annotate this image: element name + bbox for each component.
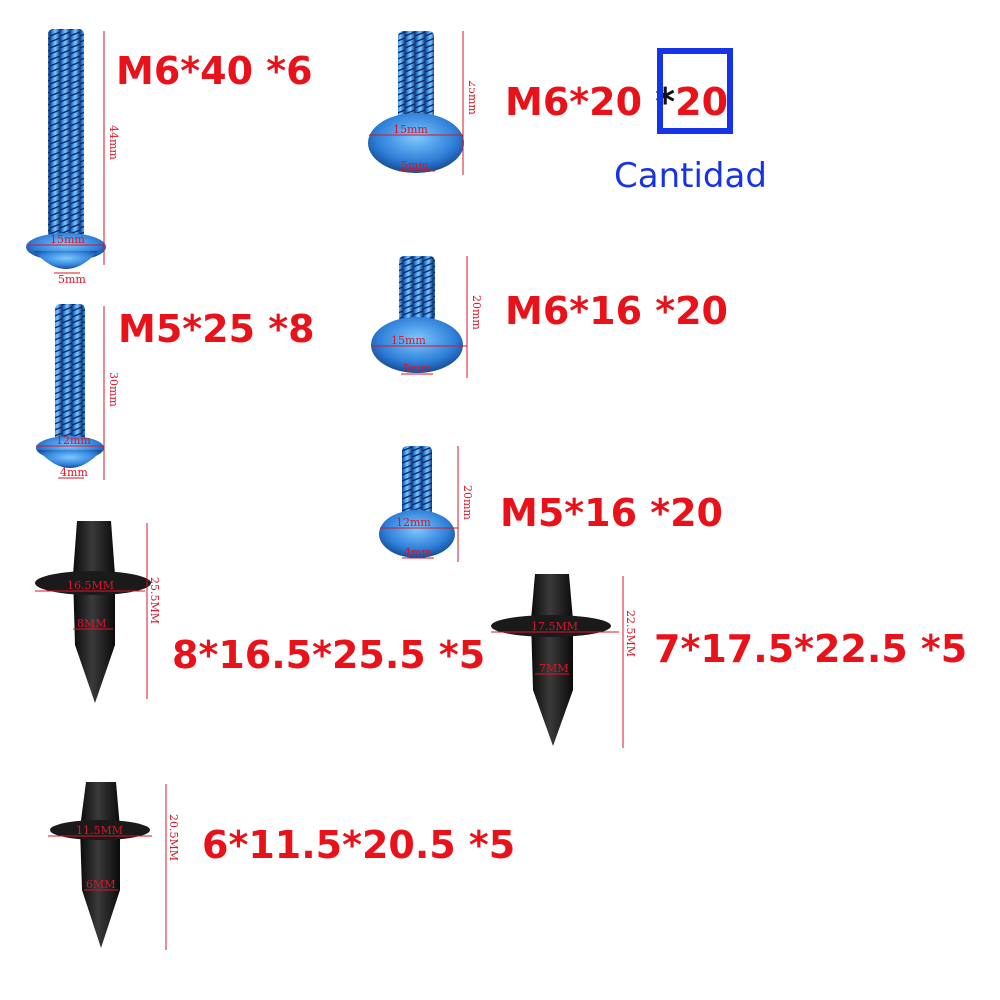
dim-head-text: 16.5MM — [67, 579, 114, 592]
label-clip-6: 6*11.5*20.5 *5 — [202, 823, 516, 867]
label-m5-25: M5*25 *8 — [118, 307, 315, 351]
bolt-m5-16-image: 20mm 12mm 4mm — [379, 446, 472, 562]
quantity-highlight-box — [657, 48, 733, 134]
dim-length-text: 20mm — [470, 295, 483, 330]
dim-head-text: 12mm — [396, 516, 431, 529]
label-m6-20-qty: 20 — [675, 80, 729, 124]
dim-head-text: 15mm — [391, 334, 426, 347]
dim-length-text: 20.5MM — [167, 814, 180, 861]
dim-drive-text: 5mm — [58, 273, 86, 286]
dim-drive-text: 5mm — [401, 159, 429, 172]
dim-length-text: 44mm — [107, 125, 120, 160]
label-m6-16: M6*16 *20 — [505, 289, 728, 333]
dim-drive-text: 4mm — [60, 466, 88, 479]
dim-length-text: 20mm — [461, 485, 472, 520]
dim-length-text: 25mm — [466, 80, 475, 115]
dim-drive-text: 4mm — [404, 546, 432, 559]
bolt-m5-25-image: 30mm 12mm 4mm — [36, 304, 120, 480]
clip-6-11-5-20-5-image: 20.5MM 11.5MM 6MM — [48, 782, 180, 950]
clip-7-17-5-22-5-image: 22.5MM 17.5MM 7MM — [491, 574, 637, 748]
label-m6-40: M6*40 *6 — [116, 49, 313, 93]
dim-head-text: 15mm — [393, 123, 428, 136]
quantity-callout-label: Cantidad — [614, 156, 767, 196]
label-m5-16: M5*16 *20 — [500, 491, 723, 535]
clip-8-16-5-25-5-image: 25.5MM 16.5MM 8MM — [35, 521, 161, 703]
bolt-m6-20-image: 25mm 15mm 5mm — [368, 31, 475, 175]
dim-length-text: 25.5MM — [148, 577, 161, 624]
dim-head-text: 11.5MM — [76, 824, 123, 837]
dim-head-text: 15mm — [50, 233, 85, 246]
dim-shank-text: 7MM — [539, 662, 569, 675]
dim-head-text: 17.5MM — [531, 620, 578, 633]
label-clip-8: 8*16.5*25.5 *5 — [172, 633, 486, 677]
label-m6-20-size: M6*20 — [505, 80, 643, 124]
dim-drive-text: 5mm — [403, 362, 431, 375]
label-clip-7: 7*17.5*22.5 *5 — [654, 627, 968, 671]
dim-head-text: 12mm — [56, 434, 91, 447]
bolt-m6-16-image: 20mm 15mm 5mm — [371, 256, 483, 378]
bolt-m6-40-image: 44mm 15mm 5mm — [26, 29, 120, 286]
dim-length-text: 22.5MM — [624, 610, 637, 657]
dim-length-text: 30mm — [107, 372, 120, 407]
dim-shank-text: 6MM — [86, 878, 116, 891]
dim-shank-text: 8MM — [77, 617, 107, 630]
